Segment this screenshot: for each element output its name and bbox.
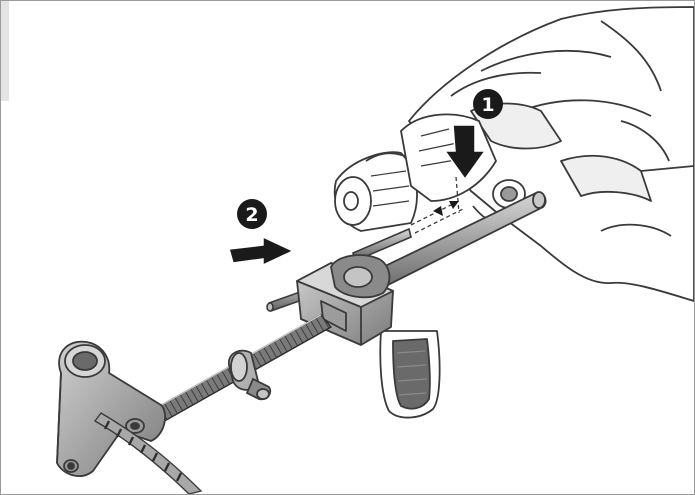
step-1-marker: 1 — [473, 89, 503, 119]
arrow-right-icon — [228, 235, 295, 267]
guide-rod — [344, 191, 547, 303]
step-2-number: 2 — [245, 204, 258, 226]
clamp-knob — [330, 254, 391, 299]
drill-body — [408, 6, 694, 302]
drill-bit — [93, 412, 203, 494]
step-1-number: 1 — [481, 94, 494, 116]
arrow-down-icon — [443, 124, 487, 181]
step-2-marker: 2 — [237, 199, 267, 229]
drill-handle — [379, 330, 441, 419]
rod-mount — [472, 179, 526, 226]
corner-tab — [1, 1, 9, 101]
dust-head — [56, 340, 166, 477]
stop-collar — [228, 349, 272, 401]
insertion-arrowheads — [433, 201, 459, 216]
